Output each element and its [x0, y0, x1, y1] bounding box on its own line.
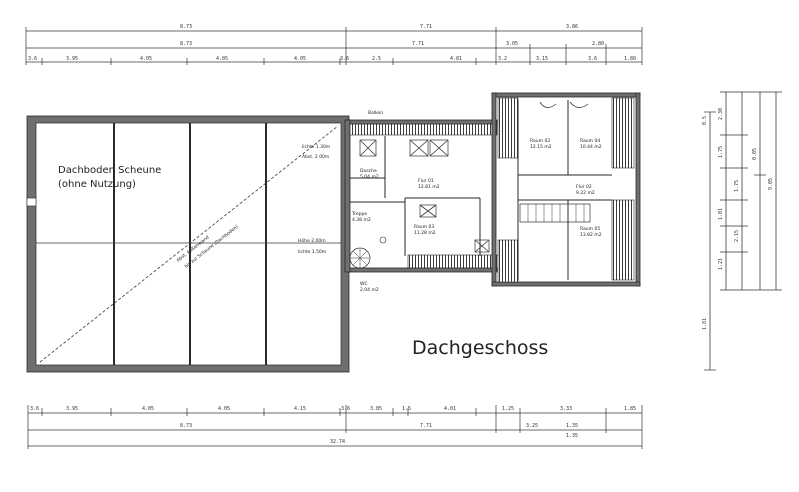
dim-top-14: 2.5: [372, 56, 381, 62]
dim-right-1: 0.5: [702, 116, 708, 125]
dim-top-19: 1.80: [624, 56, 636, 62]
dim-right-7: 1.21: [718, 258, 724, 270]
room-name-raum05: Raum 05: [580, 226, 600, 232]
dim-top-10: 4.05: [140, 56, 152, 62]
dim-right-5: 1.01: [718, 208, 724, 220]
room-area-raum05: 13.82 m2: [580, 232, 602, 238]
dim-top-6: 3.05: [506, 41, 518, 47]
dim-bottom-6: 3.6: [341, 406, 350, 412]
dim-top-17: 3.15: [536, 56, 548, 62]
room-area-flur02: 9.22 m2: [576, 190, 595, 196]
dim-bottom-3: 4.05: [142, 406, 154, 412]
room-name-flur01: Flur 01: [418, 178, 434, 184]
top-dimension-chains: 8.73 7.71 3.86 8.73 7.71 3.05 2.80 3.6 3…: [25, 24, 643, 65]
dim-right-9: 1.81: [702, 318, 708, 330]
room-name-treppe: Treppe: [351, 211, 367, 217]
dim-right-2: 2.30: [718, 108, 724, 120]
note-b: Abst. 2.00m: [302, 154, 329, 160]
dim-top-1: 8.73: [180, 24, 192, 30]
dim-bottom-10: 1.25: [502, 406, 514, 412]
room-area-treppe: 4.38 m2: [352, 217, 371, 223]
dim-bottom-13: 8.73: [180, 423, 192, 429]
room-name-raum04: Raum 04: [580, 138, 600, 144]
barn-label-line1: Dachboden Scheune: [58, 165, 161, 176]
dim-top-18: 3.6: [588, 56, 597, 62]
dim-bottom-12: 1.85: [624, 406, 636, 412]
dim-right-6: 2.15: [734, 230, 740, 242]
dim-bottom-16: 1.35: [566, 423, 578, 429]
dim-top-5: 7.71: [412, 41, 424, 47]
room-name-wc: WC: [360, 281, 368, 287]
dim-top-3: 3.86: [566, 24, 578, 30]
room-name-dusche: Dusche: [360, 168, 377, 174]
dim-bottom-14: 7.71: [420, 423, 432, 429]
barn-block: Dachboden Scheune (ohne Nutzung) Abst. A…: [26, 115, 350, 373]
room-area-raum02: 12.15 m2: [530, 144, 552, 150]
balcony-label: Balkon: [368, 110, 383, 116]
barn-label-line2: (ohne Nutzung): [58, 179, 136, 190]
dim-bottom-15: 3.25: [526, 423, 538, 429]
dim-top-11: 4.05: [216, 56, 228, 62]
dim-top-8: 3.6: [28, 56, 37, 62]
room-name-raum02: Raum 02: [530, 138, 550, 144]
drawing-title: Dachgeschoss: [412, 337, 548, 359]
dim-top-4: 8.73: [180, 41, 192, 47]
dim-top-7: 2.80: [592, 41, 604, 47]
dim-right-total: 9.05: [768, 178, 774, 190]
room-area-dusche: 5.04 m2: [360, 174, 379, 180]
dim-bottom-total: 32.74: [330, 439, 345, 445]
note-a: lichte 1.30m: [302, 144, 330, 150]
dim-bottom-11: 3.33: [560, 406, 572, 412]
dim-bottom-4: 4.05: [218, 406, 230, 412]
dim-bottom-9: 4.01: [444, 406, 456, 412]
dim-bottom-17: 1.35: [566, 433, 578, 439]
dim-right-4: 1.75: [734, 180, 740, 192]
dim-bottom-5: 4.15: [294, 406, 306, 412]
dim-bottom-7: 3.85: [370, 406, 382, 412]
right-dimension-chains: 0.5 2.30 1.75 1.75 1.01 2.15 1.21 0.05 1…: [702, 91, 782, 371]
dim-bottom-1: 3.6: [30, 406, 39, 412]
room-name-flur02: Flur 02: [576, 184, 592, 190]
dim-top-2: 7.71: [420, 24, 432, 30]
bottom-dimension-chains: 3.6 3.95 4.05 4.05 4.15 3.6 3.85 1.5 4.0…: [27, 405, 643, 449]
room-area-flur01: 12.81 m2: [418, 184, 440, 190]
room-area-raum04: 10.44 m2: [580, 144, 602, 150]
house-right-wing: Raum 02 12.15 m2 Raum 04 10.44 m2 Flur 0…: [491, 92, 641, 287]
dim-top-13: 3.6: [340, 56, 349, 62]
room-area-wc: 2.04 m2: [360, 287, 379, 293]
dim-bottom-8: 1.5: [402, 406, 411, 412]
dim-top-15: 4.81: [450, 56, 462, 62]
note-d: lichte 1.50m: [298, 249, 326, 255]
dim-right-8: 0.05: [752, 148, 758, 160]
dim-top-12: 4.05: [294, 56, 306, 62]
dim-top-16: 3.2: [498, 56, 507, 62]
dim-bottom-2: 3.95: [66, 406, 78, 412]
room-name-raum03: Raum 03: [414, 224, 434, 230]
dim-top-9: 3.95: [66, 56, 78, 62]
house-middle-wing: Balkon Dusche 5.04 m2 Flur 01 12.81 m2 T…: [344, 110, 499, 293]
dim-right-3: 1.75: [718, 146, 724, 158]
room-area-raum03: 11.28 m2: [414, 230, 436, 236]
note-c: Höhe 2.00m: [298, 238, 326, 244]
